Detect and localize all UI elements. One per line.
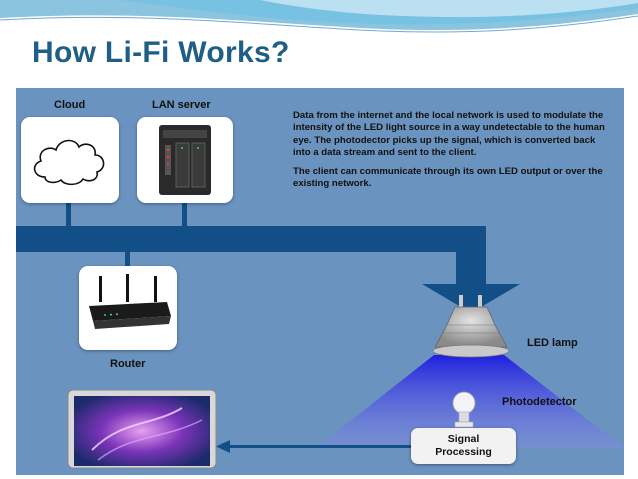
router-card	[79, 266, 177, 350]
lifi-diagram: Cloud LAN server Data from the internet …	[16, 88, 624, 475]
lan-server-card	[137, 117, 233, 203]
processing-label: Processing	[435, 446, 492, 458]
cloud-card	[21, 117, 119, 203]
cloud-icon	[33, 139, 105, 186]
laptop-icon	[67, 390, 217, 469]
signal-label: Signal	[447, 433, 480, 445]
signal-processing-box: Signal Processing	[411, 428, 516, 464]
server-icon	[159, 125, 211, 195]
description: Data from the internet and the local net…	[293, 110, 611, 198]
photodetector-icon	[452, 391, 476, 428]
led-lamp-icon	[432, 295, 510, 358]
description-paragraph: Data from the internet and the local net…	[293, 110, 605, 158]
photodetector-label: Photodetector	[502, 396, 577, 408]
lan-server-label: LAN server	[152, 99, 211, 111]
description-paragraph: The client can communicate through its o…	[293, 166, 603, 190]
slide-title: How Li-Fi Works?	[32, 36, 290, 69]
down-arrow	[422, 284, 520, 313]
header-wave	[0, 0, 638, 33]
router-icon	[89, 274, 171, 329]
led-lamp-label: LED lamp	[527, 337, 578, 349]
return-arrow	[216, 440, 230, 453]
cloud-label: Cloud	[54, 99, 86, 111]
router-label: Router	[110, 358, 146, 370]
